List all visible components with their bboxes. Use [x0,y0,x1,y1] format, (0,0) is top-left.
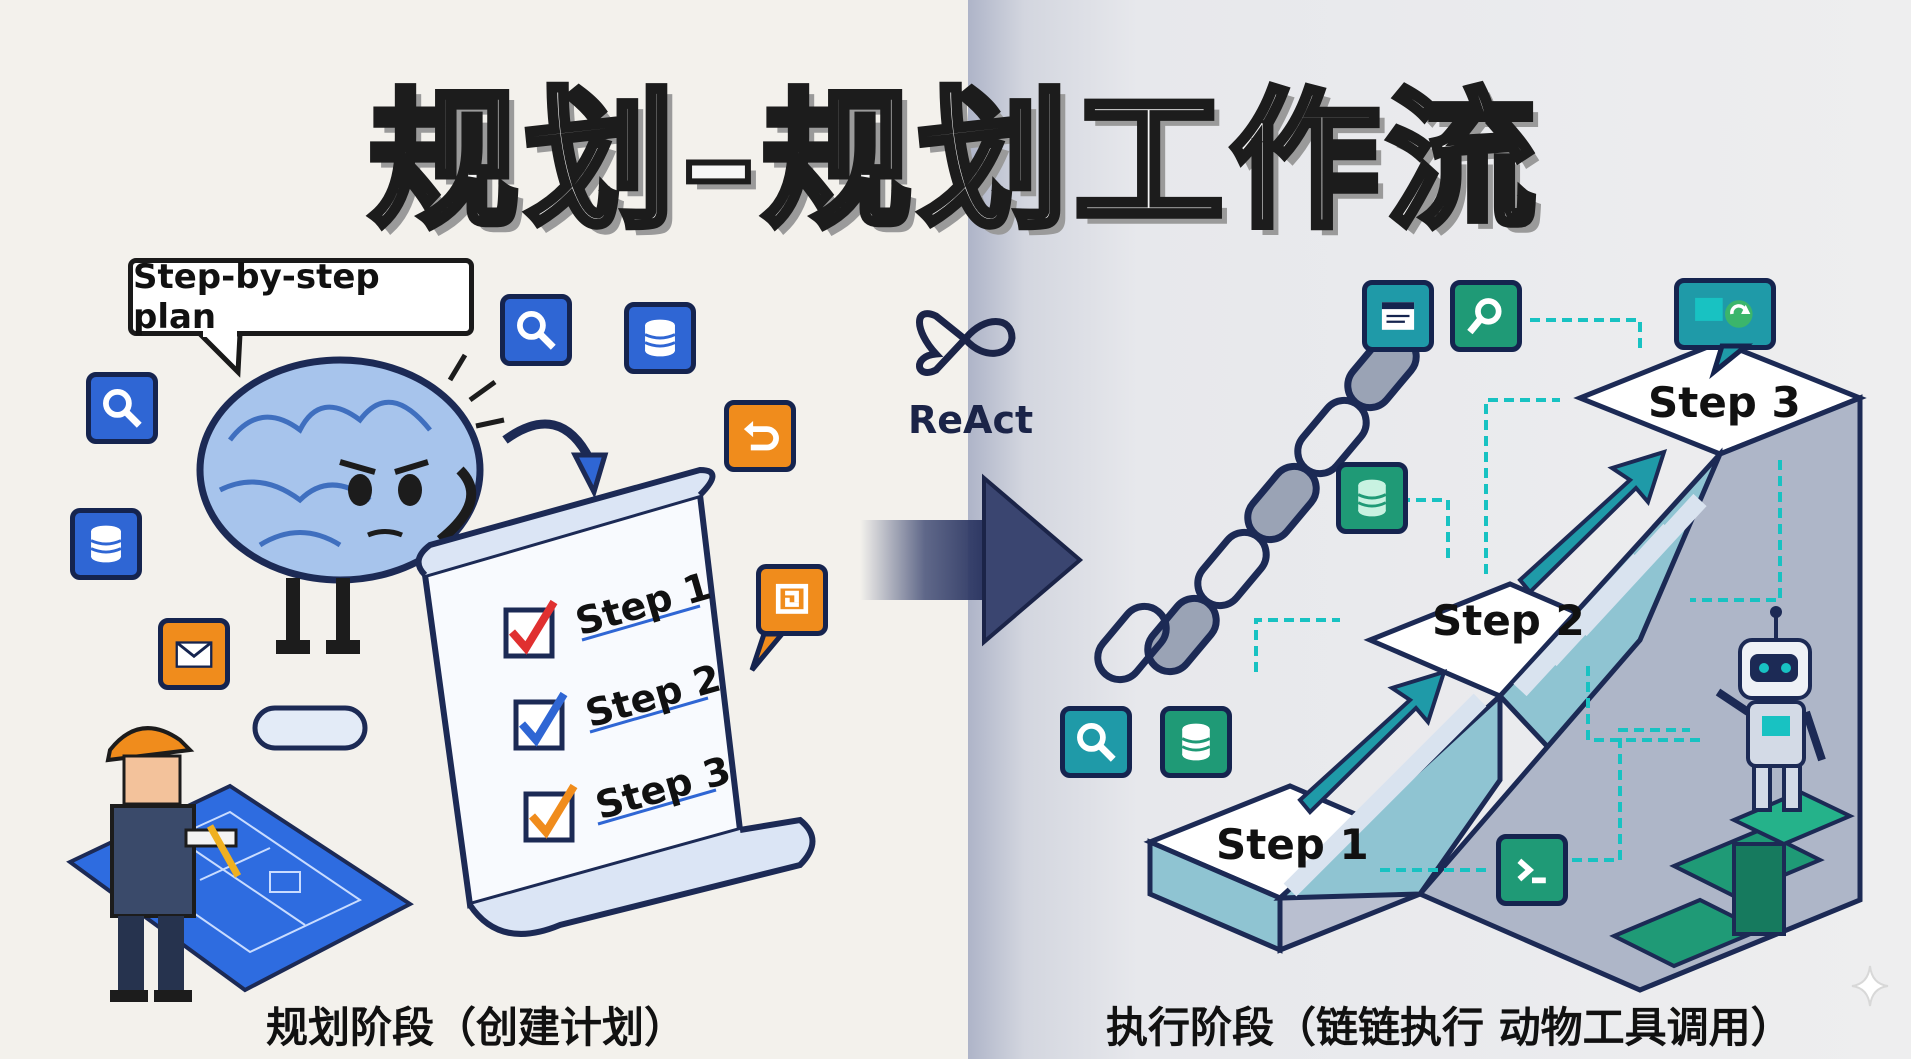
search-icon [1450,280,1522,352]
mail-icon [158,618,230,690]
page-title: 规划–规划工作流 [366,72,1542,252]
stair-step-2-label: Step 2 [1432,596,1585,645]
search-icon [1060,706,1132,778]
chain-links [1094,330,1420,684]
react-label: ReAct [908,398,1034,442]
speech-bubble: Step-by-step plan [128,257,474,337]
database-icon [70,508,142,580]
database-icon [624,302,696,374]
undo-icon [724,400,796,472]
terminal-icon [1496,834,1568,906]
plan-scroll [252,466,816,937]
transition-arrow-icon [860,473,1084,647]
browser-window-icon [1362,280,1434,352]
execution-phase-caption: 执行阶段（链链执行 动物工具调用） [1106,1003,1793,1052]
search-icon [500,294,572,366]
tool-connectors [1254,318,1782,872]
infinity-loop-icon [916,310,1016,376]
planning-phase-caption: 规划阶段（创建计划） [266,1003,687,1052]
swap-chat-icon [756,564,828,636]
search-icon [86,372,158,444]
worker-with-blueprint [66,726,414,1002]
stair-step-1-label: Step 1 [1216,820,1369,869]
database-icon [1160,706,1232,778]
progress-arrows [1297,448,1668,815]
database-icon [1336,462,1408,534]
stair-step-3-label: Step 3 [1648,378,1801,427]
robot-with-blocks [1609,606,1855,969]
brain-character [196,353,609,654]
